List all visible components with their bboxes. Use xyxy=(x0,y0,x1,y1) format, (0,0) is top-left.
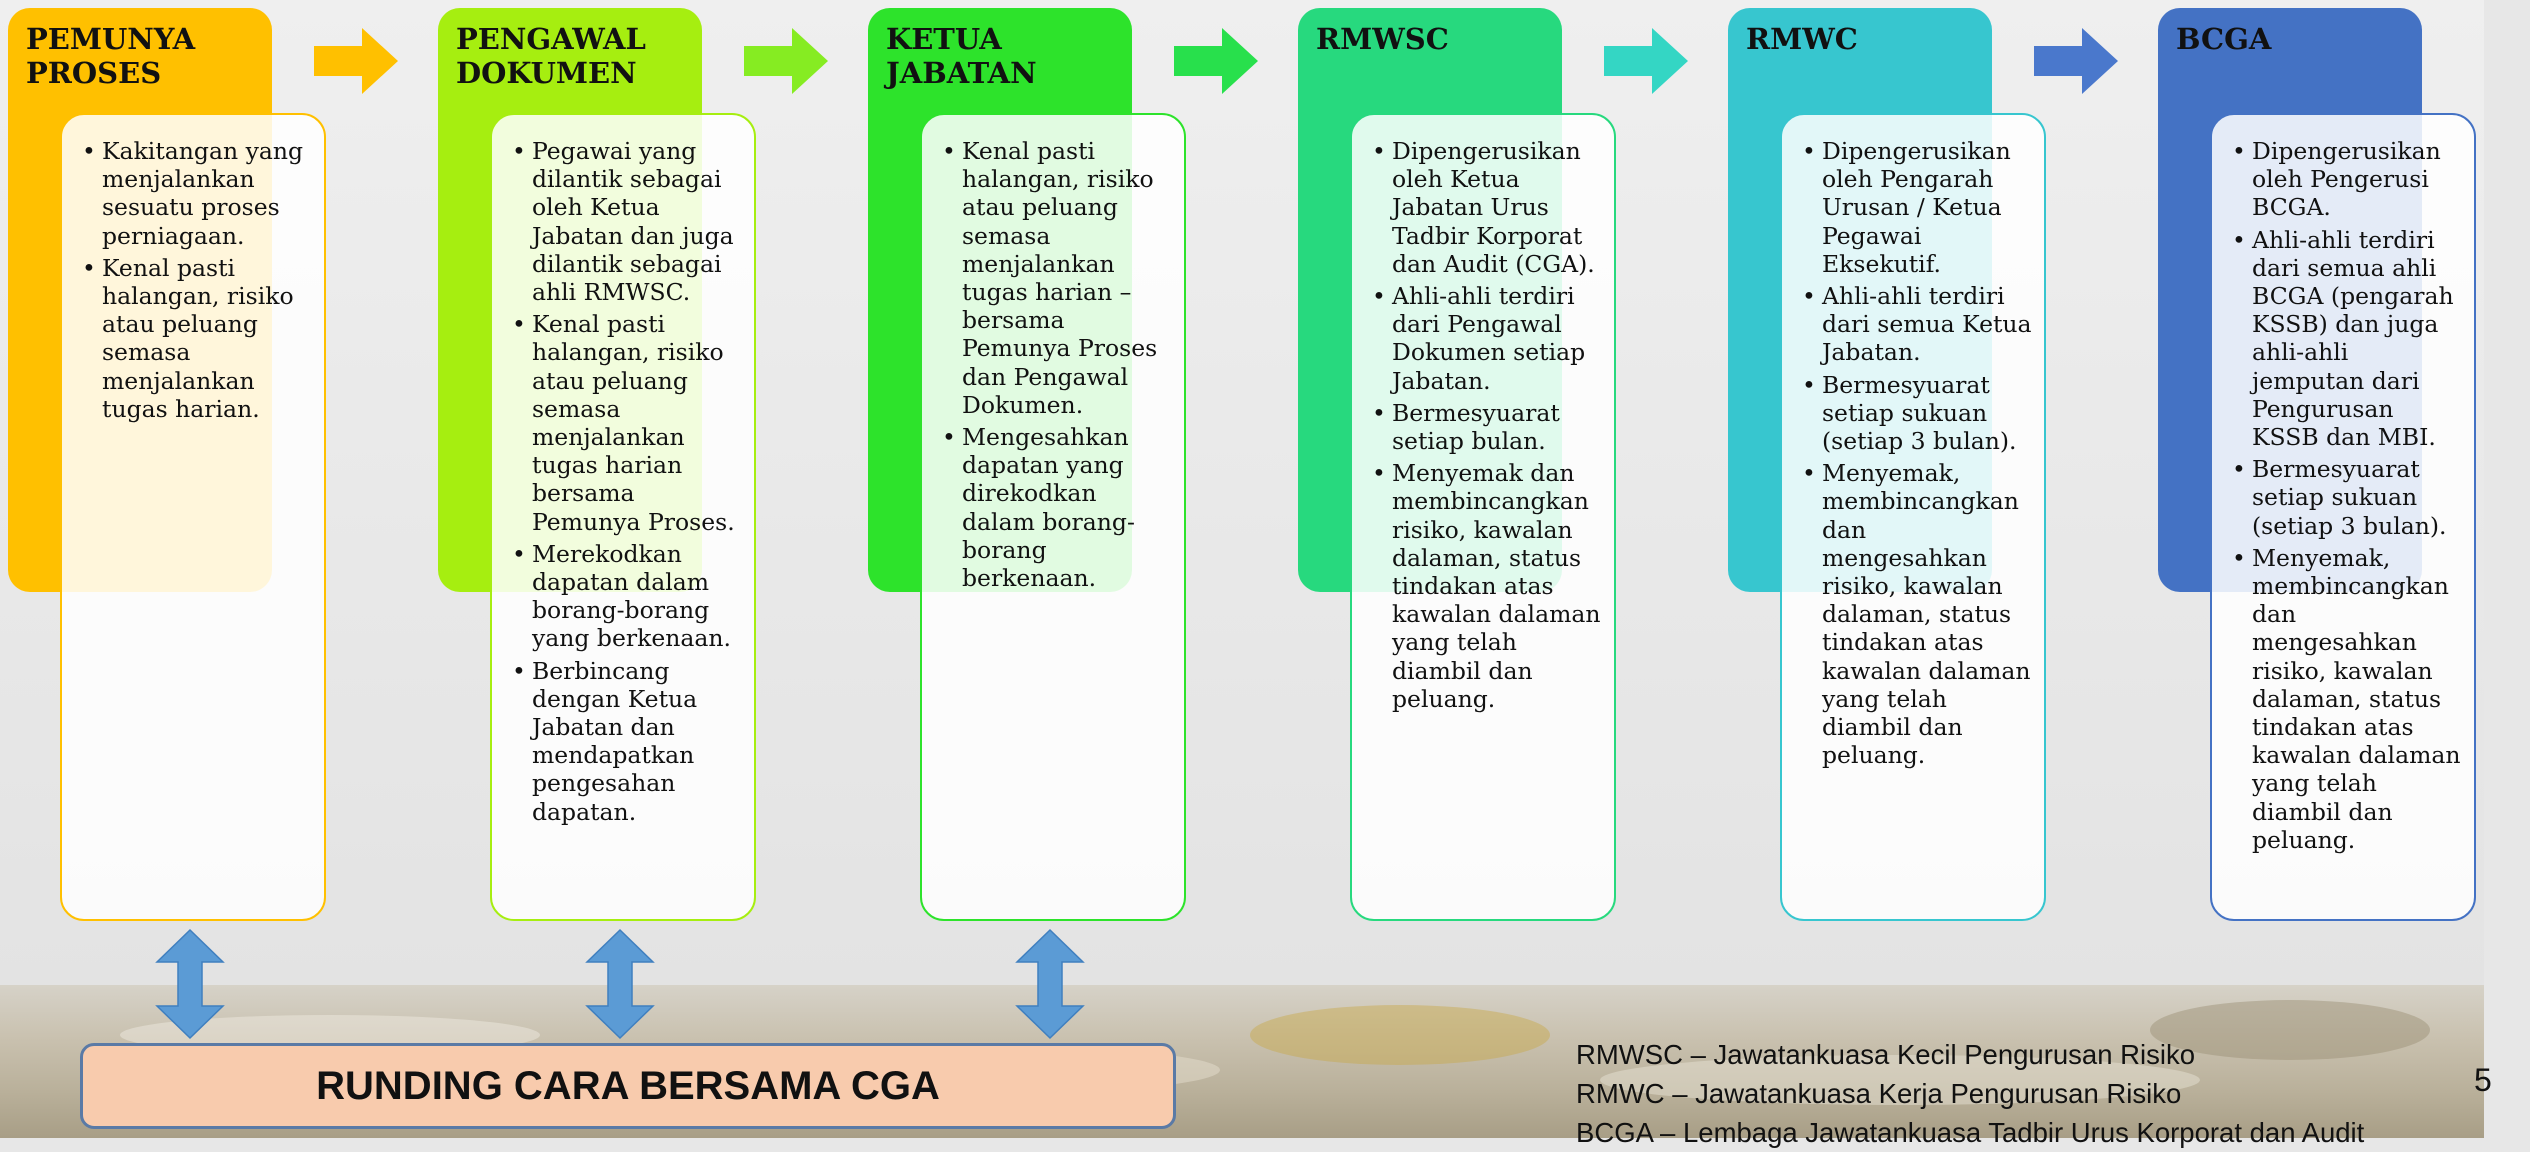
right-arrow-icon xyxy=(744,28,828,94)
column-title: RMWSC xyxy=(1316,22,1449,56)
column-card: Dipengerusikan oleh Ketua Jabatan Urus T… xyxy=(1350,113,1616,921)
column-2: PENGAWAL DOKUMEN Pegawai yang dilantik se… xyxy=(430,0,810,930)
bullet-list: Dipengerusikan oleh Pengarah Urusan / Ke… xyxy=(1782,137,2044,769)
column-card: Dipengerusikan oleh Pengerusi BCGA.Ahli-… xyxy=(2210,113,2476,921)
legend-item-rmwsc: RMWSC – Jawatankuasa Kecil Pengurusan Ri… xyxy=(1576,1039,2196,1070)
bullet-item: Ahli-ahli terdiri dari Pengawal Dokumen … xyxy=(1372,282,1604,395)
column-title: BCGA xyxy=(2176,22,2272,56)
right-arrow-icon xyxy=(1174,28,1258,94)
column-title: RMWC xyxy=(1746,22,1858,56)
column-card: Kenal pasti halangan, risiko atau peluan… xyxy=(920,113,1186,921)
double-arrow-icon xyxy=(1015,928,1085,1040)
double-arrow-icon xyxy=(585,928,655,1040)
meeting-box: RUNDING CARA BERSAMA CGA xyxy=(80,1043,1176,1129)
bullet-item: Kenal pasti halangan, risiko atau peluan… xyxy=(512,310,744,536)
bullet-item: Dipengerusikan oleh Pengerusi BCGA. xyxy=(2232,137,2464,222)
bullet-item: Merekodkan dapatan dalam borang-borang y… xyxy=(512,540,744,653)
column-3: KETUA JABATAN Kenal pasti halangan, risik… xyxy=(860,0,1240,930)
bullet-list: Dipengerusikan oleh Ketua Jabatan Urus T… xyxy=(1352,137,1614,713)
column-title: KETUA JABATAN xyxy=(886,22,1037,90)
legend-item-rmwc: RMWC – Jawatankuasa Kerja Pengurusan Ris… xyxy=(1576,1078,2182,1109)
abbreviation-legend: RMWSC – Jawatankuasa Kecil Pengurusan Ri… xyxy=(1576,1035,2364,1152)
right-arrow-icon xyxy=(314,28,398,94)
column-card: Dipengerusikan oleh Pengarah Urusan / Ke… xyxy=(1780,113,2046,921)
bullet-list: Dipengerusikan oleh Pengerusi BCGA.Ahli-… xyxy=(2212,137,2474,854)
right-arrow-icon xyxy=(1604,28,1688,94)
bullet-list: Kakitangan yang menjalankan sesuatu pros… xyxy=(62,137,324,423)
column-1: PEMUNYA PROSES Kakitangan yang menjalanka… xyxy=(0,0,380,930)
bullet-item: Menyemak dan membincangkan risiko, kawal… xyxy=(1372,459,1604,713)
bullet-item: Berbincang dengan Ketua Jabatan dan mend… xyxy=(512,657,744,826)
bullet-item: Ahli-ahli terdiri dari semua ahli BCGA (… xyxy=(2232,226,2464,452)
double-arrow-icon xyxy=(155,928,225,1040)
slide-background xyxy=(0,0,2484,985)
bullet-item: Kenal pasti halangan, risiko atau peluan… xyxy=(942,137,1174,419)
page-number: 5 xyxy=(2474,1062,2492,1098)
column-card: Pegawai yang dilantik sebagai oleh Ketua… xyxy=(490,113,756,921)
column-5: RMWC Dipengerusikan oleh Pengarah Urusan … xyxy=(1720,0,2100,930)
bullet-item: Dipengerusikan oleh Pengarah Urusan / Ke… xyxy=(1802,137,2034,278)
bullet-item: Menyemak, membincangkan dan mengesahkan … xyxy=(2232,544,2464,854)
legend-item-bcga: BCGA – Lembaga Jawatankuasa Tadbir Urus … xyxy=(1576,1117,2365,1148)
bullet-item: Pegawai yang dilantik sebagai oleh Ketua… xyxy=(512,137,744,306)
bullet-list: Pegawai yang dilantik sebagai oleh Ketua… xyxy=(492,137,754,826)
column-title: PENGAWAL DOKUMEN xyxy=(456,22,646,90)
bullet-item: Ahli-ahli terdiri dari semua Ketua Jabat… xyxy=(1802,282,2034,367)
bullet-item: Mengesahkan dapatan yang direkodkan dala… xyxy=(942,423,1174,592)
bullet-item: Kakitangan yang menjalankan sesuatu pros… xyxy=(82,137,314,250)
meeting-box-label: RUNDING CARA BERSAMA CGA xyxy=(316,1064,940,1108)
column-card: Kakitangan yang menjalankan sesuatu pros… xyxy=(60,113,326,921)
column-6: BCGA Dipengerusikan oleh Pengerusi BCGA.A… xyxy=(2150,0,2530,930)
column-title: PEMUNYA PROSES xyxy=(26,22,196,90)
column-4: RMWSC Dipengerusikan oleh Ketua Jabatan U… xyxy=(1290,0,1670,930)
bullet-item: Menyemak, membincangkan dan mengesahkan … xyxy=(1802,459,2034,769)
bullet-item: Kenal pasti halangan, risiko atau peluan… xyxy=(82,254,314,423)
bullet-item: Bermesyuarat setiap sukuan (setiap 3 bul… xyxy=(2232,455,2464,540)
bullet-item: Bermesyuarat setiap bulan. xyxy=(1372,399,1604,455)
bullet-list: Kenal pasti halangan, risiko atau peluan… xyxy=(922,137,1184,592)
right-arrow-icon xyxy=(2034,28,2118,94)
bullet-item: Bermesyuarat setiap sukuan (setiap 3 bul… xyxy=(1802,371,2034,456)
bullet-item: Dipengerusikan oleh Ketua Jabatan Urus T… xyxy=(1372,137,1604,278)
